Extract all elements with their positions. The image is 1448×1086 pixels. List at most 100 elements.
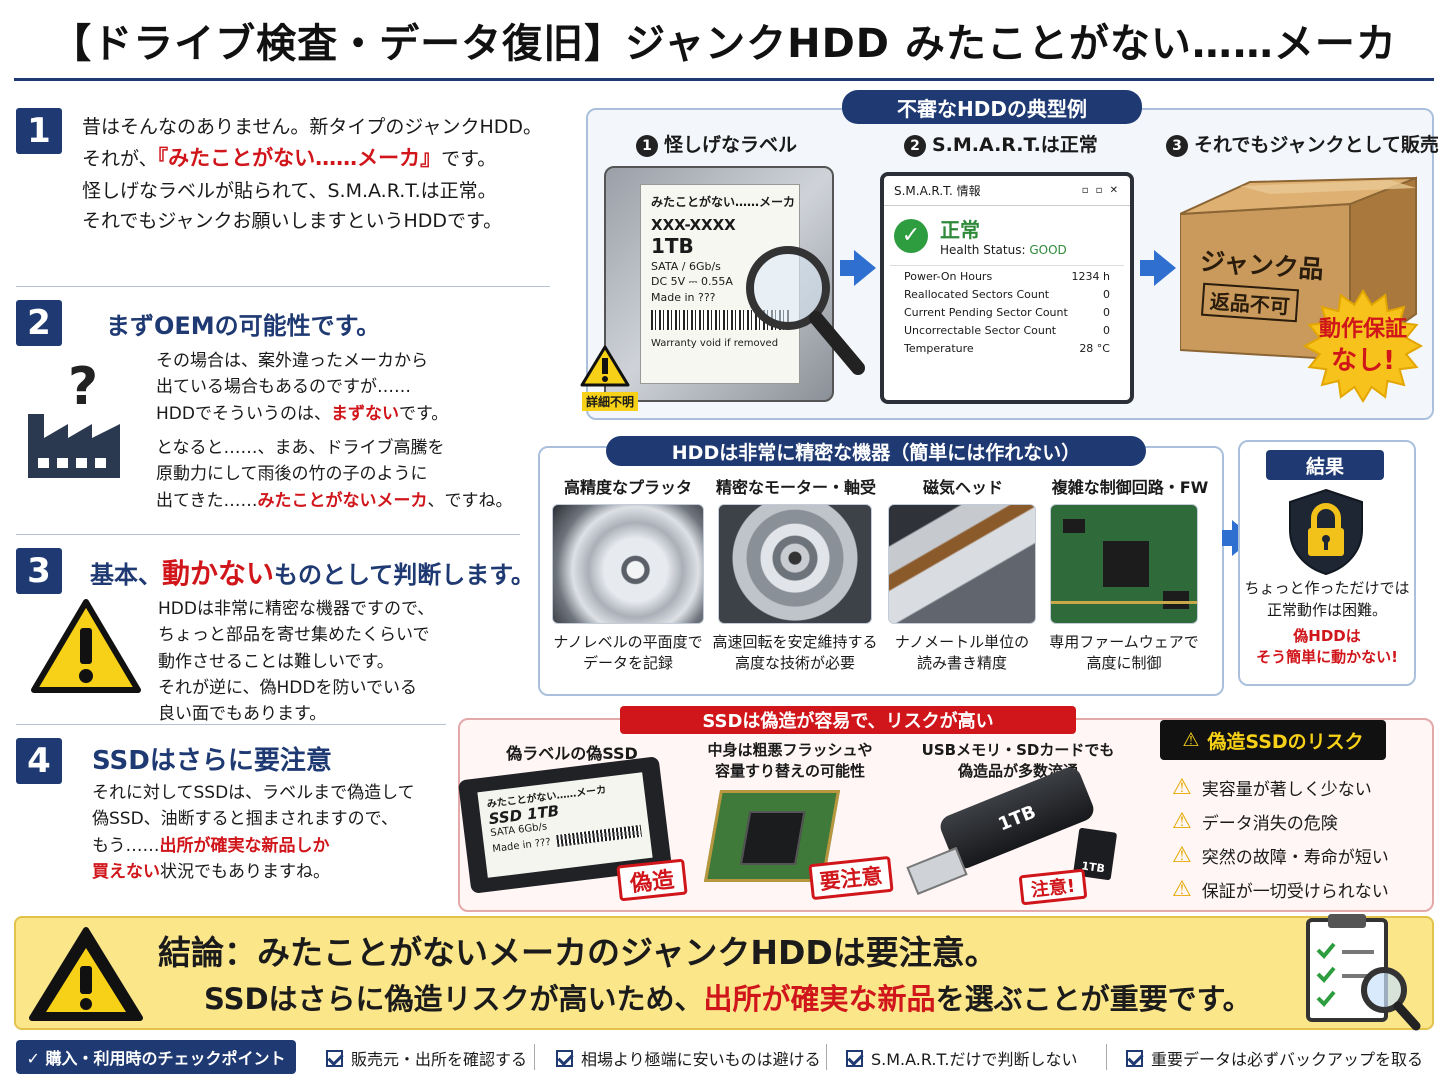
s4-l3a: もう……: [92, 835, 160, 856]
s1-line4: それでもジャンクお願いしますというHDDです。: [82, 210, 503, 233]
platter-cap1: ナノレベルの平面度で: [553, 633, 703, 651]
warning-icon: [580, 345, 630, 387]
s4-l3b: 出所が確実な新品しか: [159, 835, 330, 856]
s3-line3: 動作させることは難しいです。: [158, 651, 394, 672]
health-label: Health Status:: [940, 243, 1030, 257]
list-item: ⚠保証が一切受けられない: [1172, 872, 1389, 906]
hdd-label-origin: Made in ???: [651, 291, 716, 304]
checkpoint-text: 相場より極端に安いものは避ける: [581, 1050, 821, 1069]
section-4-heading: SSDはさらに要注意: [92, 746, 332, 776]
checkbox-icon: [556, 1049, 573, 1067]
smart-titlebar: S.M.A.R.T. 情報▫ ▫ ✕: [884, 176, 1130, 206]
warning-icon: ⚠: [1172, 774, 1192, 800]
s2-line2: 出ている場合もあるのですが……: [156, 377, 411, 398]
warning-icon: ⚠: [1182, 729, 1200, 751]
s2-l6b: みたことがないメーカ: [257, 490, 428, 511]
svg-text:?: ?: [68, 358, 98, 417]
motor-heading: 精密なモーター・軸受: [716, 478, 877, 497]
s2-line1: その場合は、案外違ったメーカから: [156, 351, 428, 371]
no-return-label: 返品不可: [1200, 282, 1300, 323]
circuit-photo: [1050, 504, 1198, 624]
divider: [16, 286, 550, 287]
smart-value: 0: [1103, 324, 1110, 337]
magnifier-icon: [746, 246, 865, 375]
warning-icon: ⚠: [1172, 808, 1192, 834]
s3-line4: それが逆に、偽HDDを防いでいる: [158, 678, 417, 699]
head-heading: 磁気ヘッド: [922, 478, 1003, 497]
no-warranty-line2: なし!: [1331, 345, 1395, 376]
checkpoint-label: ✓ 購入・利用時のチェックポイント: [16, 1040, 296, 1074]
motor-caption: 高速回転を安定維持する高度な技術が必要: [712, 632, 878, 674]
circuit-cap1: 専用ファームウェアで: [1049, 633, 1199, 651]
arrow-right: [1222, 530, 1234, 546]
checkpoint-item[interactable]: S.M.A.R.T.だけで判断しない: [846, 1046, 1077, 1070]
starburst-badge: [1302, 288, 1424, 404]
hdd-label-power: DC 5V ⎓ 0.55A: [651, 275, 733, 288]
checklist-magnifier-icon: [1306, 914, 1421, 1031]
section-3-heading: 基本、動かないものとして判断します。: [90, 552, 535, 592]
smart-status: ✓ 正常 Health Status: GOOD: [884, 206, 1130, 261]
s4-l4b: 状況でもありますね。: [160, 862, 330, 883]
circuit-caption: 専用ファームウェアで高度に制御: [1048, 632, 1200, 674]
s3-line5: 良い面でもあります。: [158, 704, 327, 725]
risk-item: 保証が一切受けられない: [1201, 881, 1389, 902]
result-line3: 偽HDDは: [1293, 626, 1361, 645]
fake-ssd-heading: 偽ラベルの偽SSD: [506, 744, 638, 763]
flash-h1: 中身は粗悪フラッシュや: [707, 741, 873, 759]
checkpoint-text: 重要データは必ずバックアップを取る: [1151, 1050, 1424, 1069]
arrow-right-icon: [854, 250, 876, 286]
s1-line1: 昔はそんなのありません。新タイプのジャンクHDD。: [82, 116, 543, 138]
s4-line2: 偽SSD、油断すると掴まされますので、: [92, 809, 398, 830]
usb-h2: 偽造品が多数流通: [957, 762, 1078, 780]
s3-line2: ちょっと部品を寄せ集めたくらいで: [158, 625, 430, 646]
checkpoint-text: S.M.A.R.T.だけで判断しない: [871, 1050, 1078, 1069]
hdd-label-model: XXX-XXXX: [651, 216, 736, 234]
smart-key: Current Pending Sector Count: [904, 306, 1068, 319]
list-item: ⚠データ消失の危険: [1172, 804, 1389, 838]
panel-1-title: 不審なHDDの典型例: [842, 90, 1142, 124]
panel-2-title: HDDは非常に精密な機器（簡単には作れない）: [606, 436, 1146, 466]
smart-value: 0: [1103, 306, 1110, 319]
checkpoint-item[interactable]: 重要データは必ずバックアップを取る: [1126, 1046, 1423, 1070]
motor-photo: [718, 504, 872, 624]
check-icon: ✓: [894, 218, 928, 253]
checkpoint-item[interactable]: 販売元・出所を確認する: [326, 1046, 527, 1070]
risk-list: ⚠実容量が著しく少ない ⚠データ消失の危険 ⚠突然の故障・寿命が短い ⚠保証が一…: [1172, 770, 1389, 906]
platter-cap2: データを記録: [582, 654, 673, 672]
result-text: ちょっと作っただけでは 正常動作は困難。 偽HDDは そう簡単に動かない!: [1238, 578, 1416, 669]
section-3-number: 3: [16, 548, 62, 594]
chip: [1163, 591, 1189, 609]
s3-h1: 基本、: [90, 561, 162, 589]
flash-h2: 容量すり替えの可能性: [714, 762, 865, 780]
no-warranty-line1: 動作保証: [1318, 317, 1407, 342]
checkpoint-item[interactable]: 相場より極端に安いものは避ける: [556, 1046, 821, 1070]
s1-l2a: それが、: [82, 148, 158, 171]
s3-line1: HDDは非常に精密な機器ですので、: [158, 599, 435, 619]
risk-title: ⚠偽造SSDのリスク: [1160, 720, 1386, 760]
platter-heading: 高精度なプラッタ: [563, 478, 692, 497]
window-controls-icon: ▫ ▫ ✕: [1081, 185, 1120, 196]
motor-cap2: 高度な技術が必要: [734, 654, 855, 672]
result-line4: そう簡単に動かない!: [1256, 648, 1398, 667]
warning-icon: [29, 927, 143, 1021]
section-2-heading: まずOEMの可能性です。: [106, 312, 381, 340]
risk-item: 突然の故障・寿命が短い: [1201, 847, 1389, 868]
arrow-right-icon: [1154, 250, 1176, 286]
circuit-cap2: 高度に制御: [1086, 654, 1162, 672]
s4-line1: それに対してSSDは、ラベルまで偽造して: [92, 783, 415, 803]
divider: [16, 724, 446, 725]
platter-caption: ナノレベルの平面度でデータを記録: [552, 632, 704, 674]
smart-window: S.M.A.R.T. 情報▫ ▫ ✕ ✓ 正常 Health Status: G…: [880, 172, 1134, 404]
head-caption: ナノメートル単位の読み書き精度: [884, 632, 1040, 674]
section-4-number: 4: [16, 738, 62, 784]
page-title: 【ドライブ検査・データ復旧】ジャンクHDD みたことがない……メーカ: [51, 21, 1397, 67]
section-4-text: それに対してSSDは、ラベルまで偽造して 偽SSD、油断すると掴まされますので、…: [92, 780, 415, 885]
p1-c1-num: 1: [636, 134, 658, 157]
s2-line3: HDDでそういうのは、まずないです。: [156, 401, 513, 427]
trace: [1051, 601, 1197, 604]
ssd-label: みたことがない……メーカ SSD 1TB SATA 6Gb/s Made in …: [477, 772, 653, 878]
s1-line2: それが、『みたことがない……メーカ』です。: [82, 142, 542, 176]
